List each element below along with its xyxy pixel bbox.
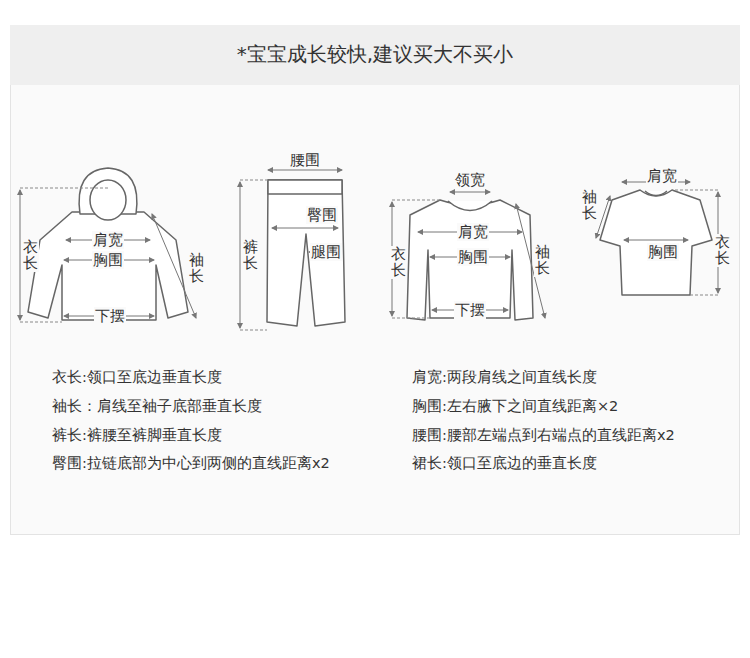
dimension-label: 肩宽: [646, 167, 678, 185]
dimension-label: 裤长: [242, 239, 259, 272]
dimension-label: 胸围: [647, 243, 679, 261]
definition-text: 胸围:左右腋下之间直线距离×2: [412, 397, 618, 416]
title-text: *宝宝成长较快,建议买大不买小: [237, 41, 513, 68]
dimension-label: 腰围: [289, 151, 321, 169]
dimension-label: 肩宽: [92, 231, 124, 249]
dimension-label: 胸围: [92, 251, 124, 269]
dimension-label: 下摆: [94, 307, 126, 325]
definition-text: 裙长:领口至底边的垂直长度: [412, 454, 597, 473]
dimension-label: 下摆: [454, 301, 486, 319]
definition-text: 裤长:裤腰至裤脚垂直长度: [52, 426, 222, 445]
definition-text: 袖长：肩线至袖子底部垂直长度: [52, 397, 262, 416]
dimension-label: 胸围: [457, 248, 489, 266]
dimension-label: 衣长: [22, 239, 39, 272]
dimension-label: 臀围: [306, 206, 338, 224]
definition-text: 肩宽:两段肩线之间直线长度: [412, 368, 597, 387]
dimension-label: 肩宽: [457, 223, 489, 241]
definition-text: 衣长:领口至底边垂直长度: [52, 368, 222, 387]
dimension-label: 袖长: [534, 244, 551, 277]
dimension-label: 领宽: [454, 171, 486, 189]
dimension-label: 衣长: [390, 246, 407, 279]
dimension-label: 衣长: [714, 234, 731, 267]
dimension-label: 袖长: [581, 189, 598, 222]
dimension-label: 腿围: [310, 243, 342, 261]
dimension-label: 袖长: [188, 252, 205, 285]
definition-text: 腰围:腰部左端点到右端点的直线距离x2: [412, 426, 675, 445]
definition-text: 臀围:拉链底部为中心到两侧的直线距离x2: [52, 454, 330, 473]
